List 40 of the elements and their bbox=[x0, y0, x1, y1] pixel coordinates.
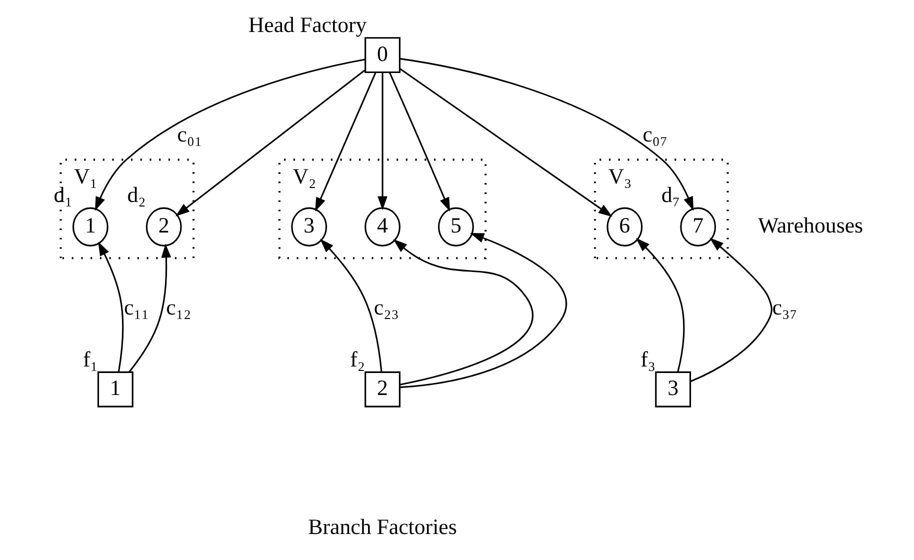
node-circle: 5 bbox=[437, 207, 474, 246]
arrow bbox=[392, 239, 532, 386]
node-circle: 3 bbox=[290, 207, 327, 246]
label: Branch Factories bbox=[308, 515, 456, 540]
edge-label: c₃₇ bbox=[772, 296, 797, 320]
arrow bbox=[377, 72, 387, 210]
edge-label: c₁₁ bbox=[124, 296, 148, 320]
arrow bbox=[399, 58, 694, 211]
arrow bbox=[319, 238, 382, 372]
node-label: f₁ bbox=[82, 347, 98, 372]
node-circle: 1 bbox=[72, 207, 108, 246]
edge-label: c₀₁ bbox=[176, 122, 202, 146]
node-circle: 2 bbox=[145, 207, 182, 246]
node-circle: 6 bbox=[606, 207, 642, 246]
arrow bbox=[128, 244, 171, 372]
arrow bbox=[400, 233, 567, 388]
node-box: 1 bbox=[96, 371, 133, 408]
arrow bbox=[388, 72, 450, 212]
node-label: Head Factory bbox=[248, 12, 366, 37]
node-circle: 7 bbox=[680, 207, 716, 246]
node-box: 3 bbox=[654, 371, 691, 408]
node-label: d₁ bbox=[53, 183, 72, 208]
arrow bbox=[174, 70, 365, 216]
edge-label: c₂₃ bbox=[373, 296, 398, 320]
arrow bbox=[314, 72, 376, 212]
arrow bbox=[399, 68, 612, 217]
arrow bbox=[635, 238, 684, 372]
node-box: 0 bbox=[364, 37, 400, 73]
arrow bbox=[94, 58, 364, 211]
node-label: f₂ bbox=[350, 347, 364, 372]
edge-label: c₀₇ bbox=[642, 122, 668, 146]
node-label: f₃ bbox=[640, 347, 656, 372]
node-circle: 4 bbox=[364, 207, 400, 246]
node-label: d₇ bbox=[660, 183, 680, 208]
node-box: 2 bbox=[364, 371, 400, 408]
edge-label: c₁₂ bbox=[166, 296, 191, 320]
arrow bbox=[98, 242, 124, 372]
node-label: d₂ bbox=[126, 183, 146, 208]
label: Warehouses bbox=[757, 214, 863, 238]
arrow bbox=[690, 238, 772, 382]
